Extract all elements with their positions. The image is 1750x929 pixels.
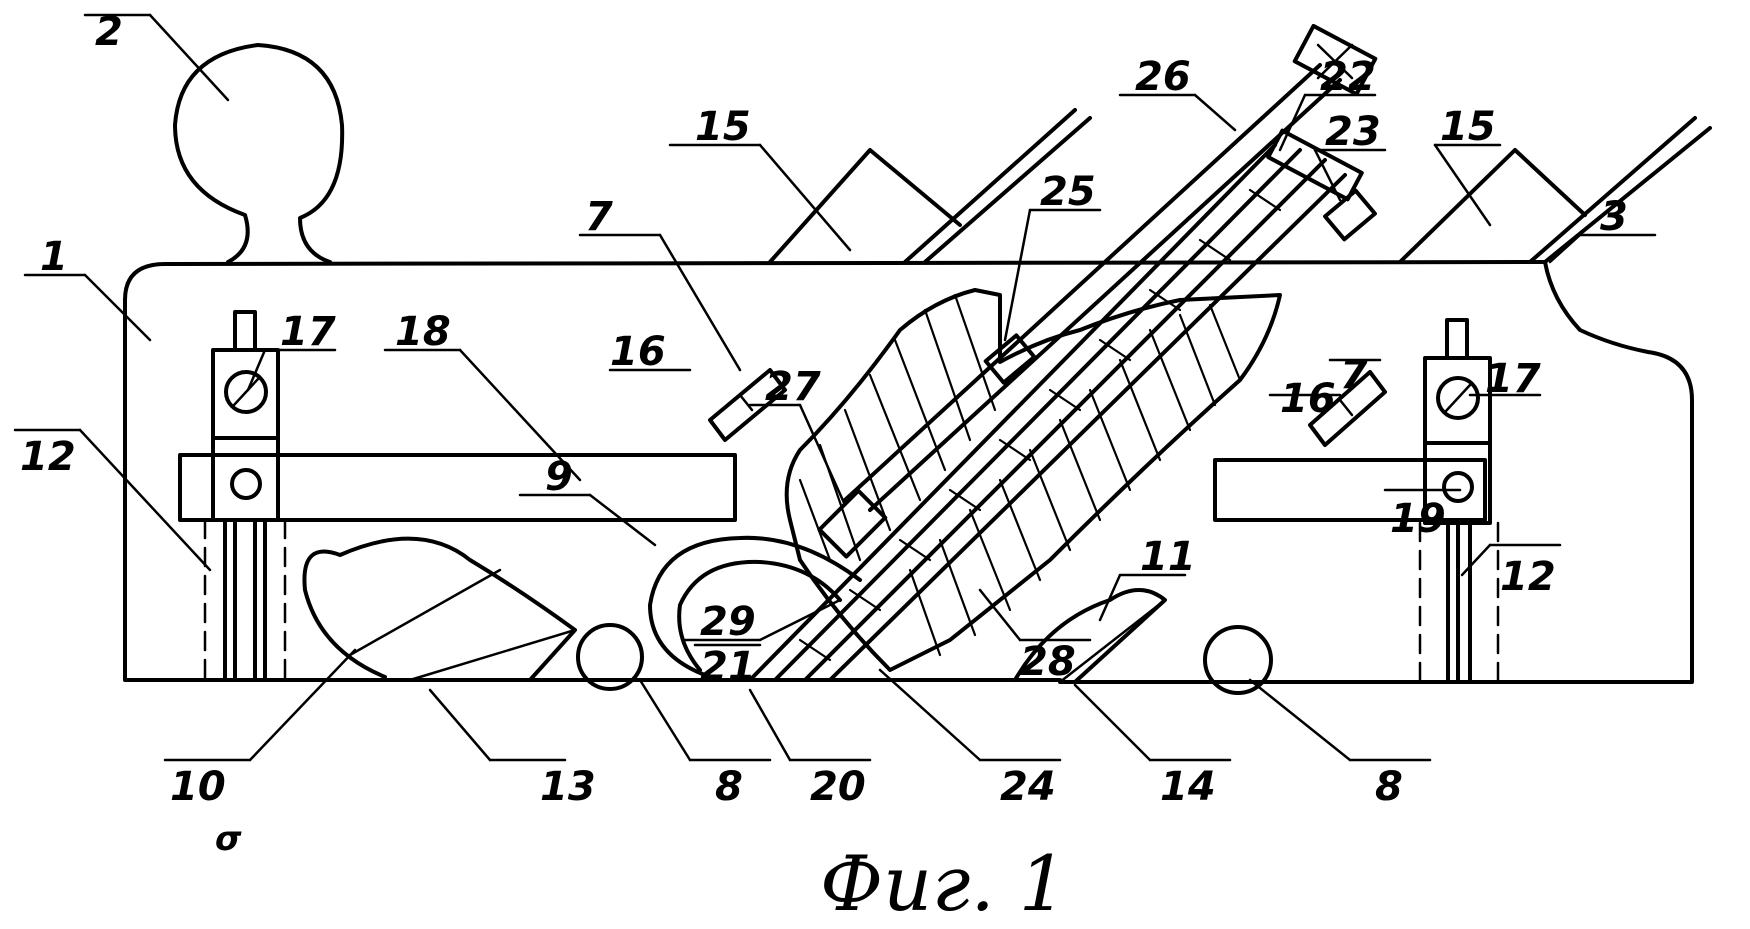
clamp-left-pin: [230, 468, 262, 500]
label-25: 25: [1040, 169, 1096, 215]
label-3: 3: [1600, 194, 1628, 240]
label-18: 18: [395, 309, 451, 355]
bar-24-b: [773, 148, 1302, 682]
rod-26-b: [868, 78, 1342, 512]
label-17-right: 17: [1485, 356, 1541, 402]
bar-24-d: [828, 173, 1347, 682]
label-19: 19: [1390, 496, 1446, 542]
leader-lines: [13, 13, 1657, 762]
label-1: 1: [40, 234, 68, 280]
part-left-16: [708, 368, 787, 442]
center-arc-inner: [677, 559, 842, 672]
rod-26-head: [1292, 23, 1378, 97]
part-25: [983, 333, 1037, 385]
label-29: 29: [700, 599, 756, 645]
label-16-left: 16: [610, 329, 666, 375]
label-12-left: 12: [20, 434, 76, 480]
clamp-left-stem: [233, 310, 257, 352]
bar-24-a: [748, 143, 1277, 682]
label-12-right: 12: [1500, 554, 1556, 600]
rod-26-a: [843, 63, 1322, 502]
rail-right-18: [1213, 458, 1487, 522]
label-8-right: 8: [1375, 764, 1403, 810]
label-13: 13: [540, 764, 596, 810]
label-22: 22: [1320, 54, 1376, 100]
bar-24-c: [803, 158, 1327, 682]
nut-23: [1323, 188, 1377, 242]
blade-left-15: [768, 148, 962, 264]
label-15-right: 15: [1440, 104, 1496, 150]
part-left-16-line: [738, 393, 754, 412]
figure-caption: Фиг. 1: [820, 839, 1067, 928]
label-28: 28: [1020, 639, 1076, 685]
hole-right-8: [1203, 625, 1273, 695]
blade-left-rod-b: [923, 116, 1092, 264]
clamp-left-screw: [224, 370, 268, 414]
label-14: 14: [1160, 764, 1216, 810]
clamp-right-stem: [1445, 318, 1469, 360]
clamp-right-screw-slot: [1444, 383, 1472, 413]
front-knob: [173, 43, 345, 264]
stray-mark: σ: [215, 819, 242, 859]
label-10: 10: [170, 764, 226, 810]
bar-24-bricks: [798, 188, 1282, 662]
label-26: 26: [1135, 54, 1191, 100]
part-right-16-line: [1338, 398, 1354, 417]
blade-right-rod-b: [1543, 126, 1712, 264]
label-9: 9: [545, 454, 573, 500]
label-11: 11: [1140, 534, 1196, 580]
right-throat-line: [1058, 598, 1167, 684]
blade-right-15: [1398, 148, 1587, 264]
label-20: 20: [810, 764, 866, 810]
label-23: 23: [1325, 109, 1381, 155]
clamp-right-pin: [1442, 471, 1474, 503]
clamp-right-screw: [1436, 376, 1480, 420]
clamp-left-block-bottom: [211, 436, 280, 522]
label-7-right: 7: [1340, 352, 1368, 398]
left-throat: [302, 536, 577, 682]
rail-left-18: [178, 453, 737, 522]
left-throat-line-a: [348, 568, 502, 657]
blade-right-rod-a: [1528, 116, 1697, 264]
plane-body: [123, 260, 1694, 684]
clamp-right-block-top: [1423, 356, 1492, 445]
clamp-left-screw-slot: [232, 377, 260, 407]
left-throat-line-b: [408, 628, 577, 682]
wedge-27: [817, 488, 888, 559]
label-7-left: 7: [585, 194, 613, 240]
label-15-left: 15: [695, 104, 751, 150]
rod-26-head-x2: [1316, 43, 1354, 80]
label-8-left: 8: [715, 764, 743, 810]
part-right-16: [1308, 370, 1387, 447]
label-2: 2: [95, 9, 123, 55]
center-arc-9: [648, 535, 862, 682]
hole-left-8: [576, 623, 644, 691]
blade-left-rod-a: [903, 108, 1077, 264]
label-24: 24: [1000, 764, 1056, 810]
label-27: 27: [765, 364, 821, 410]
screw-22: [1266, 128, 1364, 202]
right-throat-11: [1013, 588, 1167, 684]
label-21: 21: [700, 644, 756, 690]
cutaway-outline: [784, 288, 1282, 672]
label-16-right: 16: [1280, 376, 1336, 422]
label-17-left: 17: [280, 309, 336, 355]
